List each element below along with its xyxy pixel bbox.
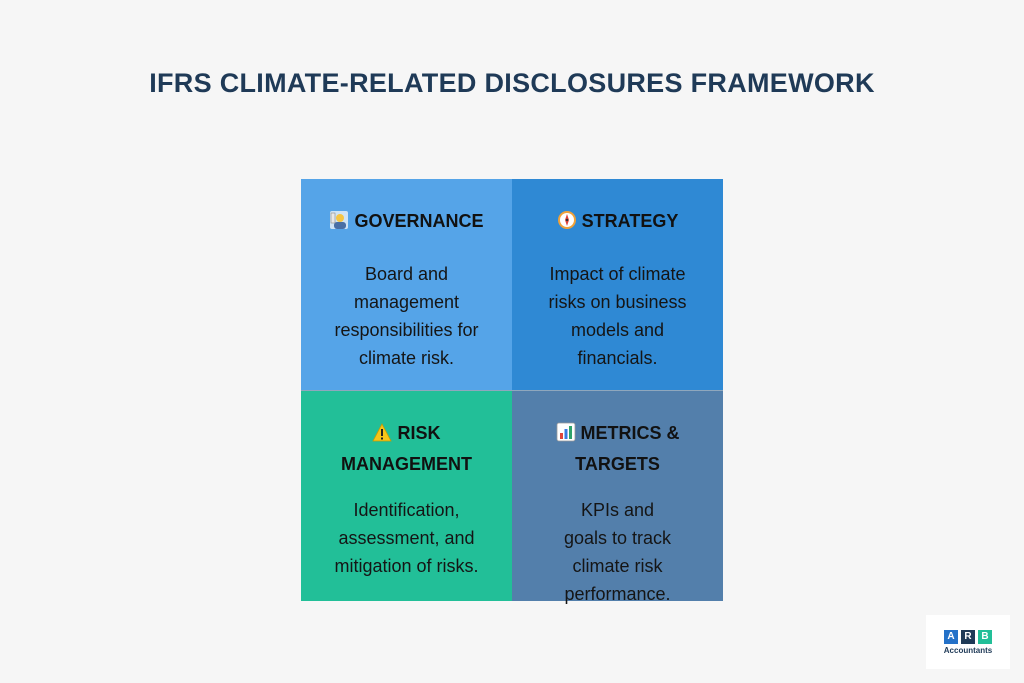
logo-subtitle: Accountants — [943, 646, 993, 655]
warning-icon — [372, 422, 393, 450]
strategy-description: Impact of climate risks on business mode… — [548, 264, 687, 368]
governance-heading: GOVERNANCE — [317, 207, 496, 238]
framework-grid: GOVERNANCE Board and management responsi… — [301, 179, 723, 604]
risk-heading: RISK MANAGEMENT — [317, 419, 496, 478]
metrics-heading: METRICS & TARGETS — [528, 419, 707, 478]
compass-icon — [557, 210, 577, 238]
strategy-quadrant: STRATEGY Impact of climate risks on busi… — [512, 179, 723, 390]
logo-letter-b: B — [978, 630, 992, 644]
bar-chart-icon — [556, 422, 576, 450]
metrics-title: METRICS & TARGETS — [575, 423, 680, 474]
governance-title: GOVERNANCE — [354, 211, 484, 231]
logo-letter-r: R — [961, 630, 975, 644]
risk-title: RISK MANAGEMENT — [341, 423, 472, 474]
governance-description: Board and management responsibilities fo… — [334, 264, 479, 368]
governance-quadrant: GOVERNANCE Board and management responsi… — [301, 179, 512, 390]
metrics-description: KPIs and goals to track climate risk per… — [563, 500, 672, 604]
metrics-quadrant: METRICS & TARGETS KPIs and goals to trac… — [512, 390, 723, 604]
logo-letters: A R B — [926, 630, 1010, 644]
strategy-heading: STRATEGY — [528, 207, 707, 238]
strategy-title: STRATEGY — [581, 211, 679, 231]
logo-letter-a: A — [944, 630, 958, 644]
risk-description: Identification, assessment, and mitigati… — [334, 500, 479, 576]
person-icon — [329, 210, 349, 238]
arb-logo: A R B Accountants — [926, 615, 1010, 669]
page-title: IFRS CLIMATE-RELATED DISCLOSURES FRAMEWO… — [149, 68, 875, 98]
risk-quadrant: RISK MANAGEMENT Identification, assessme… — [301, 390, 512, 601]
